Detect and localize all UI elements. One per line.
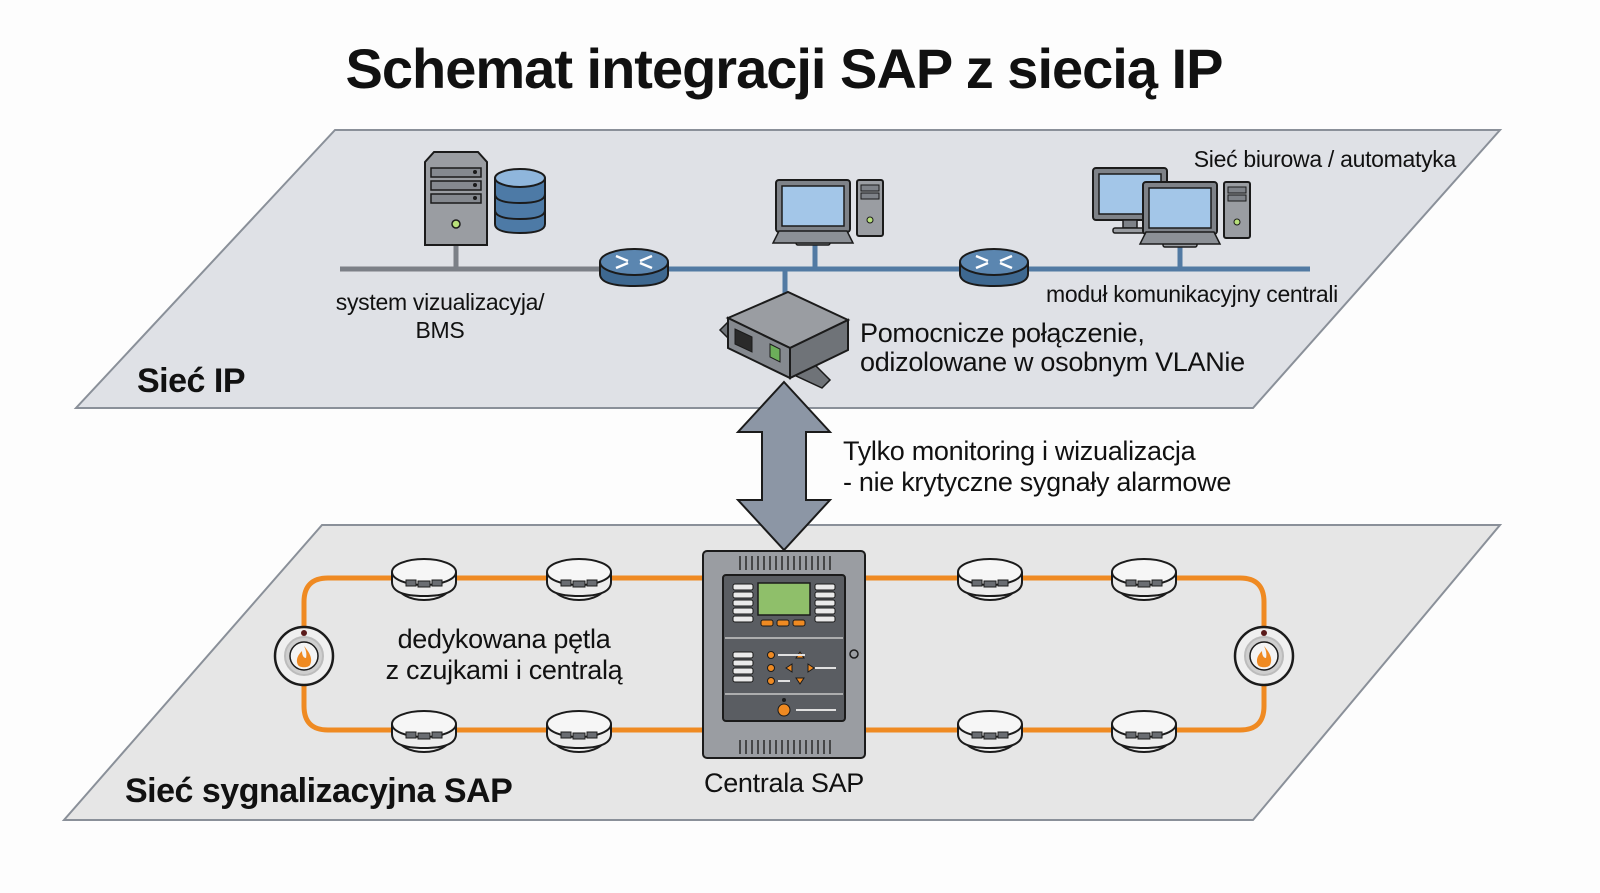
right-detection-loop <box>865 575 1267 733</box>
smoke-detector-icon <box>1111 558 1177 601</box>
loop-label-line2: z czujkami i centralą <box>386 655 624 685</box>
smoke-detector-icon <box>957 710 1023 753</box>
database-icon <box>494 168 546 235</box>
left-detection-loop <box>301 575 703 733</box>
gateway-label-line1: Pomocnicze połączenie, <box>860 318 1145 348</box>
sap-network-plane: Sieć sygnalizacyjna SAP dedykowana pętla… <box>61 524 1503 821</box>
smoke-detector-icon <box>391 558 457 601</box>
bidirectional-arrow-icon <box>735 380 833 552</box>
router-icon <box>958 247 1030 288</box>
bms-label-line2: BMS <box>416 317 465 343</box>
bms-label-line1: system vizualizacyja/ <box>336 289 545 315</box>
smoke-detector-icon <box>391 710 457 753</box>
link-note-line2: - nie krytyczne sygnały alarmowe <box>843 467 1231 497</box>
workstation-icon <box>772 179 884 246</box>
diagram-title: Schemat integracji SAP z siecią IP <box>346 37 1223 100</box>
smoke-detector-icon <box>1111 710 1177 753</box>
fire-panel-icon <box>702 550 866 759</box>
manual-call-point-icon <box>1233 625 1295 687</box>
gateway-label-line2: odizolowane w osobnym VLANie <box>860 347 1245 377</box>
link-note-line1: Tylko monitoring i wizualizacja <box>843 436 1197 466</box>
communication-module-label: moduł komunikacyjny centrali <box>1046 281 1338 307</box>
smoke-detector-icon <box>546 558 612 601</box>
loop-label-line1: dedykowana pętla <box>398 624 612 654</box>
office-network-label: Sieć biurowa / automatyka <box>1194 146 1457 172</box>
smoke-detector-icon <box>957 558 1023 601</box>
ip-plane-label: Sieć IP <box>137 362 245 400</box>
smoke-detector-icon <box>546 710 612 753</box>
server-icon <box>424 151 488 246</box>
manual-call-point-icon <box>273 625 335 687</box>
sap-plane-label: Sieć sygnalizacyjna SAP <box>125 772 512 810</box>
router-icon <box>598 247 670 288</box>
gateway-module-icon <box>718 290 851 389</box>
fire-panel-label: Centrala SAP <box>704 768 864 798</box>
ip-network-plane: Sieć IP <box>73 129 1503 409</box>
